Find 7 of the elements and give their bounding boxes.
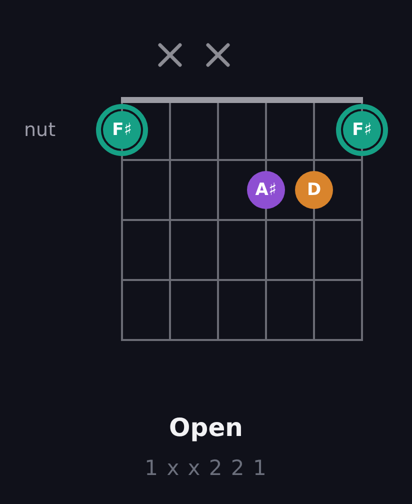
note-dot: F♯ <box>336 104 388 156</box>
fingering-text: 1 x x 2 2 1 <box>144 455 268 481</box>
note-dot: F♯ <box>96 104 148 156</box>
chord-title: Open <box>169 413 243 443</box>
note-dot: A♯ <box>247 171 285 209</box>
note-dot: D <box>295 171 333 209</box>
nut-label: nut <box>24 118 56 142</box>
